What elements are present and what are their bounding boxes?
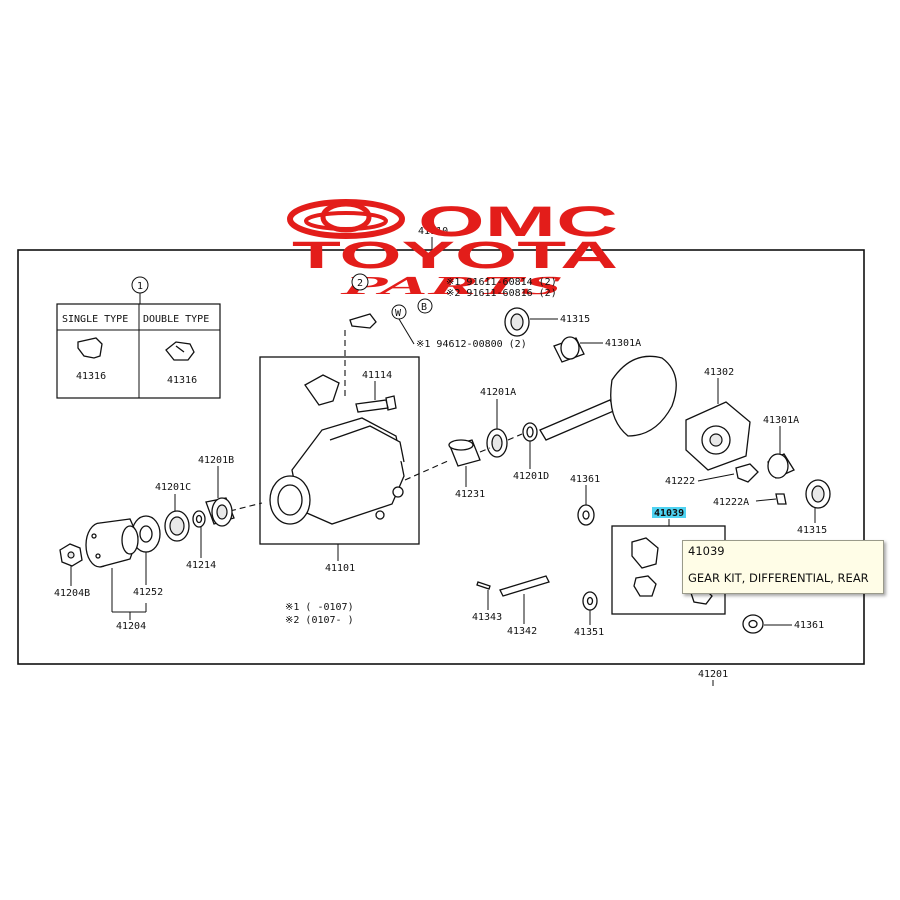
label-41351[interactable]: 41351 bbox=[574, 627, 604, 638]
label-41201d[interactable]: 41201D bbox=[513, 471, 549, 482]
label-41201[interactable]: 41201 bbox=[698, 669, 728, 680]
label-41301a-right[interactable]: 41301A bbox=[763, 415, 799, 426]
label-41110[interactable]: 41110 bbox=[418, 226, 448, 237]
label-41315-right[interactable]: 41315 bbox=[797, 525, 827, 536]
legend-table: 1 SINGLE TYPE DOUBLE TYPE 41316 41316 bbox=[56, 276, 221, 399]
bolt-ref-2: ※2 91611-60816 (2) bbox=[446, 288, 557, 299]
footnote-2: ※2 (0107- ) bbox=[285, 615, 354, 626]
seal-41315-right-icon bbox=[805, 479, 831, 509]
label-41214[interactable]: 41214 bbox=[186, 560, 216, 571]
diagram-frame bbox=[17, 249, 865, 665]
pin-41343-icon bbox=[476, 581, 491, 590]
label-41316-single[interactable]: 41316 bbox=[76, 371, 106, 382]
lock-plate-41222-icon bbox=[735, 463, 759, 483]
marker-two: 2 bbox=[357, 278, 363, 289]
label-41361-bottom[interactable]: 41361 bbox=[794, 620, 824, 631]
nut-41204b-icon bbox=[59, 543, 83, 567]
washer-41361-mid-icon bbox=[577, 504, 595, 526]
brand-parts: PARTS bbox=[336, 271, 565, 300]
side-gear-icon bbox=[631, 537, 659, 569]
label-41302[interactable]: 41302 bbox=[704, 367, 734, 378]
circle-two-marker bbox=[351, 273, 369, 291]
washer-41201d-icon bbox=[522, 422, 538, 442]
brand-omc: OMC bbox=[418, 198, 618, 246]
label-41316-double[interactable]: 41316 bbox=[167, 375, 197, 386]
carrier-box bbox=[259, 356, 420, 545]
tooltip-part-number: 41039 bbox=[688, 544, 725, 558]
differential-carrier-housing bbox=[269, 374, 405, 525]
label-41201b[interactable]: 41201B bbox=[198, 455, 234, 466]
bolt-41114-icon bbox=[355, 395, 397, 413]
bearing-41201b-icon bbox=[205, 497, 235, 527]
shaft-41342-icon bbox=[499, 575, 550, 597]
legend-circle-number: 1 bbox=[137, 281, 143, 292]
label-41231[interactable]: 41231 bbox=[455, 489, 485, 500]
washer-41214-icon bbox=[192, 510, 206, 528]
label-41222a[interactable]: 41222A bbox=[713, 497, 749, 508]
pinion-gear-icon bbox=[633, 575, 657, 597]
label-41252[interactable]: 41252 bbox=[133, 587, 163, 598]
omc-toyota-logo: OMC TOYOTA PARTS bbox=[287, 198, 618, 300]
single-clip-icon bbox=[77, 337, 103, 359]
bearing-41301a-top-icon bbox=[553, 336, 585, 363]
label-41201c[interactable]: 41201C bbox=[155, 482, 191, 493]
circle-b-marker bbox=[417, 298, 433, 314]
bracket-icon bbox=[349, 313, 377, 329]
washer-41361-bottom-icon bbox=[742, 614, 764, 634]
toyota-emblem-icon bbox=[287, 199, 405, 239]
seal-41315-top-icon bbox=[504, 307, 530, 337]
label-41342[interactable]: 41342 bbox=[507, 626, 537, 637]
companion-flange-icon bbox=[85, 518, 139, 568]
footnote-1: ※1 ( -0107) bbox=[285, 602, 354, 613]
legend-col-double: DOUBLE TYPE bbox=[143, 314, 209, 325]
label-41204b[interactable]: 41204B bbox=[54, 588, 90, 599]
bolt-41222a-icon bbox=[775, 493, 787, 505]
nut-ref: ※1 94612-00800 (2) bbox=[416, 339, 527, 350]
double-clip-icon bbox=[165, 341, 195, 361]
label-41201a[interactable]: 41201A bbox=[480, 387, 516, 398]
ring-gear-pinion-41302 bbox=[539, 355, 751, 471]
bolt-ref-1: ※1 91611-60814 (2) bbox=[446, 277, 557, 288]
brand-toyota: TOYOTA bbox=[292, 235, 618, 277]
bearing-41201a-icon bbox=[486, 428, 508, 458]
washer-41351-icon bbox=[582, 591, 598, 611]
label-41204[interactable]: 41204 bbox=[116, 621, 146, 632]
label-41315-top[interactable]: 41315 bbox=[560, 314, 590, 325]
marker-b: B bbox=[421, 302, 427, 313]
seal-41201c-icon bbox=[164, 510, 190, 542]
label-41039[interactable]: 41039 bbox=[654, 508, 684, 519]
label-41114[interactable]: 41114 bbox=[362, 370, 392, 381]
part-tooltip: 41039 GEAR KIT, DIFFERENTIAL, REAR bbox=[682, 540, 884, 594]
tooltip-description: GEAR KIT, DIFFERENTIAL, REAR bbox=[688, 571, 869, 585]
label-41343[interactable]: 41343 bbox=[472, 612, 502, 623]
bearing-41301a-right-icon bbox=[767, 453, 795, 479]
label-41222[interactable]: 41222 bbox=[665, 476, 695, 487]
label-41101[interactable]: 41101 bbox=[325, 563, 355, 574]
spacer-41231-icon bbox=[448, 439, 481, 467]
part-41039-highlight bbox=[652, 507, 686, 518]
marker-w: W bbox=[395, 308, 402, 319]
label-41361-mid[interactable]: 41361 bbox=[570, 474, 600, 485]
legend-col-single: SINGLE TYPE bbox=[62, 314, 128, 325]
label-41301a-top[interactable]: 41301A bbox=[605, 338, 641, 349]
